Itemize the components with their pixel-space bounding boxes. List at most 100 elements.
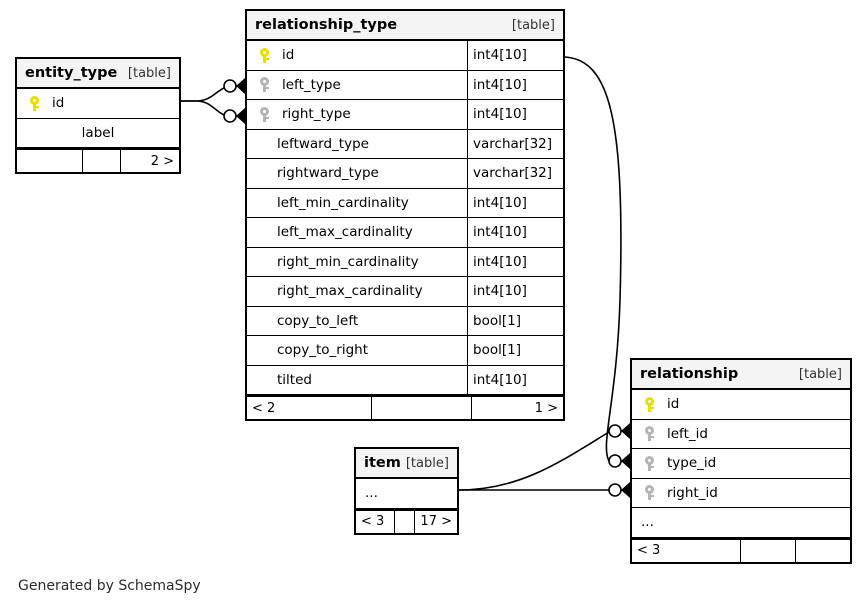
connector-entitytype-lefttype: [181, 87, 225, 102]
table-row[interactable]: id: [632, 390, 850, 420]
table-footer-entity-type: 2 >: [17, 148, 179, 172]
table-relationship-type[interactable]: relationship_type [table] id int4[10] le…: [245, 9, 565, 421]
table-title: relationship: [640, 366, 739, 382]
table-row[interactable]: copy_to_right bool[1]: [247, 336, 563, 366]
footer-middle: [394, 510, 414, 533]
connector-entitytype-righttype: [181, 100, 225, 116]
table-row[interactable]: leftward_type varchar[32]: [247, 129, 563, 159]
connector-reltype-typeid: [564, 56, 622, 462]
table-row[interactable]: ...: [356, 479, 457, 509]
column-name: id: [667, 396, 680, 413]
column-type: int4[10]: [467, 365, 563, 394]
column-name: copy_to_right: [277, 342, 369, 359]
table-type-tag: [table]: [405, 455, 449, 471]
column-type: int4[10]: [467, 247, 563, 276]
table-row[interactable]: left_max_cardinality int4[10]: [247, 218, 563, 248]
primary-key-icon: [254, 47, 274, 63]
generated-by-caption: Generated by SchemaSpy: [18, 578, 201, 594]
crowsfoot-marker: [236, 108, 245, 124]
table-type-tag: [table]: [798, 366, 842, 382]
footer-parent-count: < 2: [252, 400, 276, 416]
table-row[interactable]: type_id: [632, 449, 850, 479]
table-header-relationship-type: relationship_type [table]: [247, 11, 563, 41]
foreign-key-icon: [254, 106, 274, 122]
column-name: right_id: [667, 484, 718, 501]
column-name: rightward_type: [277, 165, 379, 182]
column-type: int4[10]: [467, 188, 563, 217]
column-name: right_min_cardinality: [277, 253, 419, 270]
connector-item-leftid: [458, 431, 610, 491]
table-row[interactable]: copy_to_left bool[1]: [247, 306, 563, 336]
column-name: right_max_cardinality: [277, 283, 423, 300]
optional-marker: [223, 79, 237, 93]
optional-marker: [223, 109, 237, 123]
column-name: left_id: [667, 425, 708, 442]
table-row[interactable]: right_max_cardinality int4[10]: [247, 277, 563, 307]
column-name: label: [81, 124, 115, 141]
footer-child-count: 2 >: [120, 150, 179, 172]
footer-parent-count: < 3: [637, 543, 661, 558]
column-type: int4[10]: [467, 100, 563, 129]
table-footer-relationship: < 3: [632, 537, 850, 562]
footer-child-count: [795, 539, 850, 562]
table-item[interactable]: item [table] ... < 3 17 >: [354, 447, 459, 535]
column-name-ellipsis: ...: [365, 485, 378, 502]
table-row[interactable]: right_min_cardinality int4[10]: [247, 247, 563, 277]
column-name: type_id: [667, 455, 717, 472]
column-type: int4[10]: [467, 218, 563, 247]
optional-marker: [608, 424, 622, 438]
table-title: entity_type: [25, 65, 118, 81]
table-type-tag: [table]: [127, 65, 171, 81]
crowsfoot-marker: [621, 423, 630, 439]
table-row[interactable]: id: [17, 89, 179, 119]
table-entity-type[interactable]: entity_type [table] id label 2 >: [15, 57, 181, 174]
table-row[interactable]: tilted int4[10]: [247, 365, 563, 395]
table-row[interactable]: rightward_type varchar[32]: [247, 159, 563, 189]
column-name: copy_to_left: [277, 312, 359, 329]
table-footer-item: < 3 17 >: [356, 508, 457, 533]
column-name: leftward_type: [277, 135, 369, 152]
primary-key-icon: [639, 396, 659, 412]
column-name-ellipsis: ...: [641, 514, 654, 531]
column-name: right_type: [282, 106, 351, 123]
footer-middle: [740, 539, 795, 562]
table-row[interactable]: left_type int4[10]: [247, 70, 563, 100]
footer-middle: [82, 150, 120, 172]
table-header-entity-type: entity_type [table]: [17, 59, 179, 89]
table-title: item: [364, 455, 401, 471]
column-name: left_min_cardinality: [277, 194, 409, 211]
column-type: int4[10]: [467, 277, 563, 306]
foreign-key-icon: [639, 485, 659, 501]
table-header-relationship: relationship [table]: [632, 360, 850, 390]
column-type: int4[10]: [467, 70, 563, 99]
table-footer-relationship-type: < 2 1 >: [247, 395, 563, 419]
optional-marker: [608, 454, 622, 468]
column-type: bool[1]: [467, 306, 563, 335]
table-row[interactable]: label: [17, 118, 179, 148]
column-type: int4[10]: [467, 41, 563, 70]
column-type: varchar[32]: [467, 159, 563, 188]
column-type: varchar[32]: [467, 129, 563, 158]
column-name: left_max_cardinality: [277, 224, 413, 241]
table-row[interactable]: right_id: [632, 478, 850, 508]
footer-middle: [371, 397, 471, 419]
crowsfoot-marker: [236, 78, 245, 94]
table-row[interactable]: right_type int4[10]: [247, 100, 563, 130]
column-name: tilted: [277, 371, 312, 388]
column-name: left_type: [282, 76, 341, 93]
footer-parent-count: < 3: [361, 514, 385, 529]
foreign-key-icon: [639, 455, 659, 471]
footer-child-count: 1 >: [471, 397, 563, 419]
table-row[interactable]: left_id: [632, 419, 850, 449]
footer-parent-count: [17, 150, 82, 172]
table-type-tag: [table]: [511, 17, 555, 33]
column-name: id: [282, 47, 295, 64]
table-relationship[interactable]: relationship [table] id left_id: [630, 358, 852, 564]
table-row[interactable]: ...: [632, 508, 850, 538]
column-type: bool[1]: [467, 336, 563, 365]
optional-marker: [608, 483, 622, 497]
table-row[interactable]: id int4[10]: [247, 41, 563, 71]
table-row[interactable]: left_min_cardinality int4[10]: [247, 188, 563, 218]
table-header-item: item [table]: [356, 449, 457, 479]
